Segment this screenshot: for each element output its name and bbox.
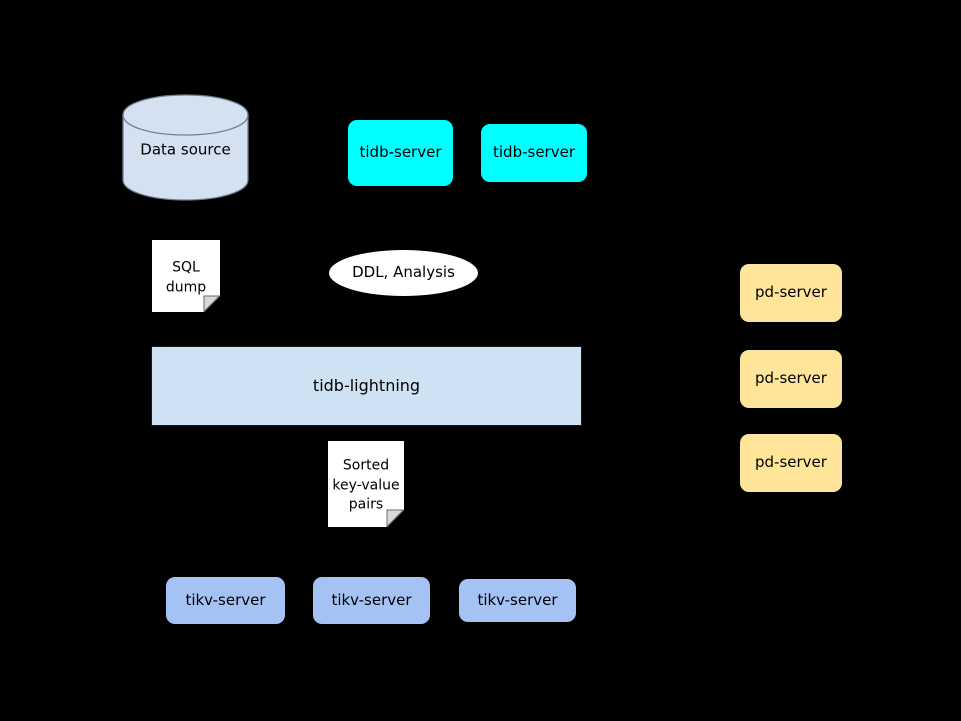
tidb-lightning-label: tidb-lightning: [312, 375, 421, 395]
data-source-node: Data source: [122, 94, 249, 201]
pd-server-box-3[interactable]: pd-server: [740, 434, 842, 492]
tikv-server-box-3[interactable]: tikv-server: [459, 579, 576, 622]
tikv-server-box-2[interactable]: tikv-server: [313, 577, 430, 624]
pd-server-label: pd-server: [755, 369, 827, 388]
tidb-lightning-node[interactable]: tidb-lightning: [151, 346, 582, 426]
tikv-server-label: tikv-server: [331, 590, 412, 609]
pd-server-box-2[interactable]: pd-server: [740, 350, 842, 408]
sql-dump-note: SQL dump: [152, 240, 220, 312]
sql-dump-text-wrap: SQL dump: [152, 256, 220, 295]
pd-server-label: pd-server: [755, 283, 827, 302]
ddl-analysis-node: DDL, Analysis: [329, 250, 478, 296]
tidb-server-label: tidb-server: [493, 143, 575, 162]
pd-server-label: pd-server: [755, 453, 827, 472]
data-source-text-wrap: Data source: [122, 139, 249, 159]
sql-dump-label: SQL dump: [165, 259, 207, 295]
tidb-server-box-2[interactable]: tidb-server: [481, 124, 587, 182]
tikv-server-label: tikv-server: [477, 590, 558, 609]
tikv-server-label: tikv-server: [185, 590, 266, 609]
sorted-kv-label: Sorted key-value pairs: [332, 457, 400, 513]
sorted-kv-text-wrap: Sorted key-value pairs: [328, 455, 404, 514]
sorted-kv-note: Sorted key-value pairs: [328, 441, 404, 527]
tidb-server-box-1[interactable]: tidb-server: [348, 120, 453, 186]
pd-server-box-1[interactable]: pd-server: [740, 264, 842, 322]
tidb-server-label: tidb-server: [359, 143, 442, 162]
ddl-analysis-label: DDL, Analysis: [352, 263, 455, 282]
data-source-label: Data source: [140, 140, 231, 159]
tikv-server-box-1[interactable]: tikv-server: [166, 577, 285, 624]
